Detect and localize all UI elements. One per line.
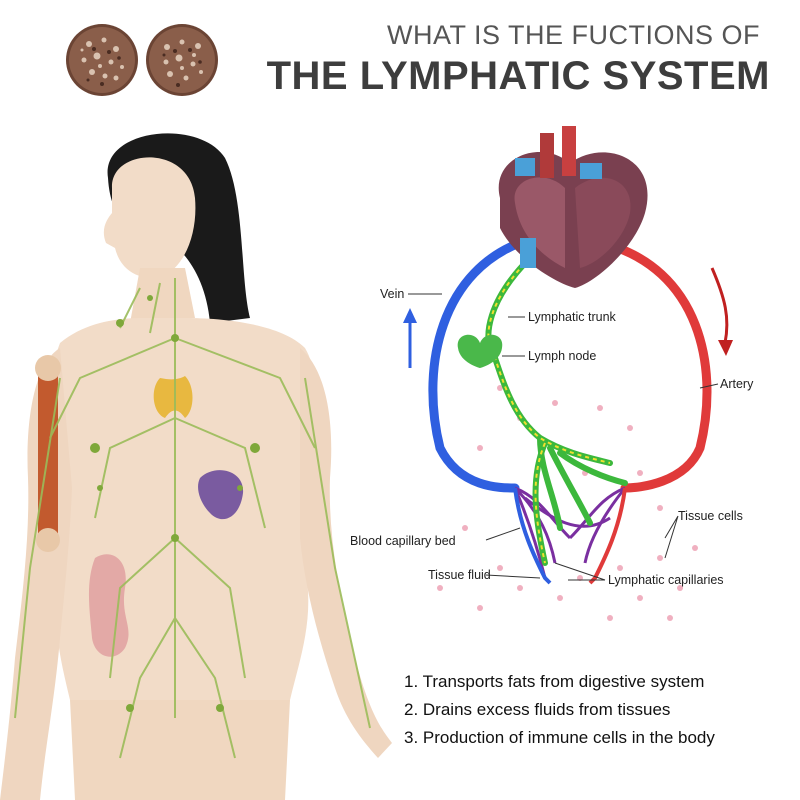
functions-list: 1. Transports fats from digestive system… [404,668,794,752]
function-item: 1. Transports fats from digestive system [404,672,705,691]
label-vein: Vein [380,287,404,301]
tissue-cells [437,385,698,621]
label-lymphatic-capillaries: Lymphatic capillaries [608,573,724,587]
function-item: 3. Production of immune cells in the bod… [404,728,715,747]
vein-flow-arrow [403,308,417,368]
left-arm [300,348,392,758]
label-tissue-cells: Tissue cells [678,509,743,523]
intestine [88,554,129,657]
label-blood-capillary-bed: Blood capillary bed [350,534,456,548]
spleen [198,470,244,520]
title-line-2: THE LYMPHATIC SYSTEM [266,54,770,98]
function-item: 2. Drains excess fluids from tissues [404,700,671,719]
vein-vessel [428,235,533,493]
thymus [153,376,193,418]
head [103,157,196,279]
product-patch-image [146,24,218,96]
artery-flow-arrow [710,267,733,356]
label-artery: Artery [720,377,754,391]
label-lymphatic-trunk: Lymphatic trunk [528,310,617,324]
torso [52,318,317,700]
label-lymph-node: Lymph node [528,349,596,363]
product-patch-image [66,24,138,96]
label-tissue-fluid: Tissue fluid [428,568,491,582]
lymph-circulation-diagram: Vein Lymphatic trunk Lymph node Artery T… [350,126,754,621]
lymph-node [457,334,503,368]
title-line-1: WHAT IS THE FUCTIONS OF [386,20,760,50]
human-body-lymphatic-illustration [0,133,392,800]
artery-vessel [597,238,712,493]
heart [498,126,648,288]
blood-capillary-bed [513,486,627,579]
